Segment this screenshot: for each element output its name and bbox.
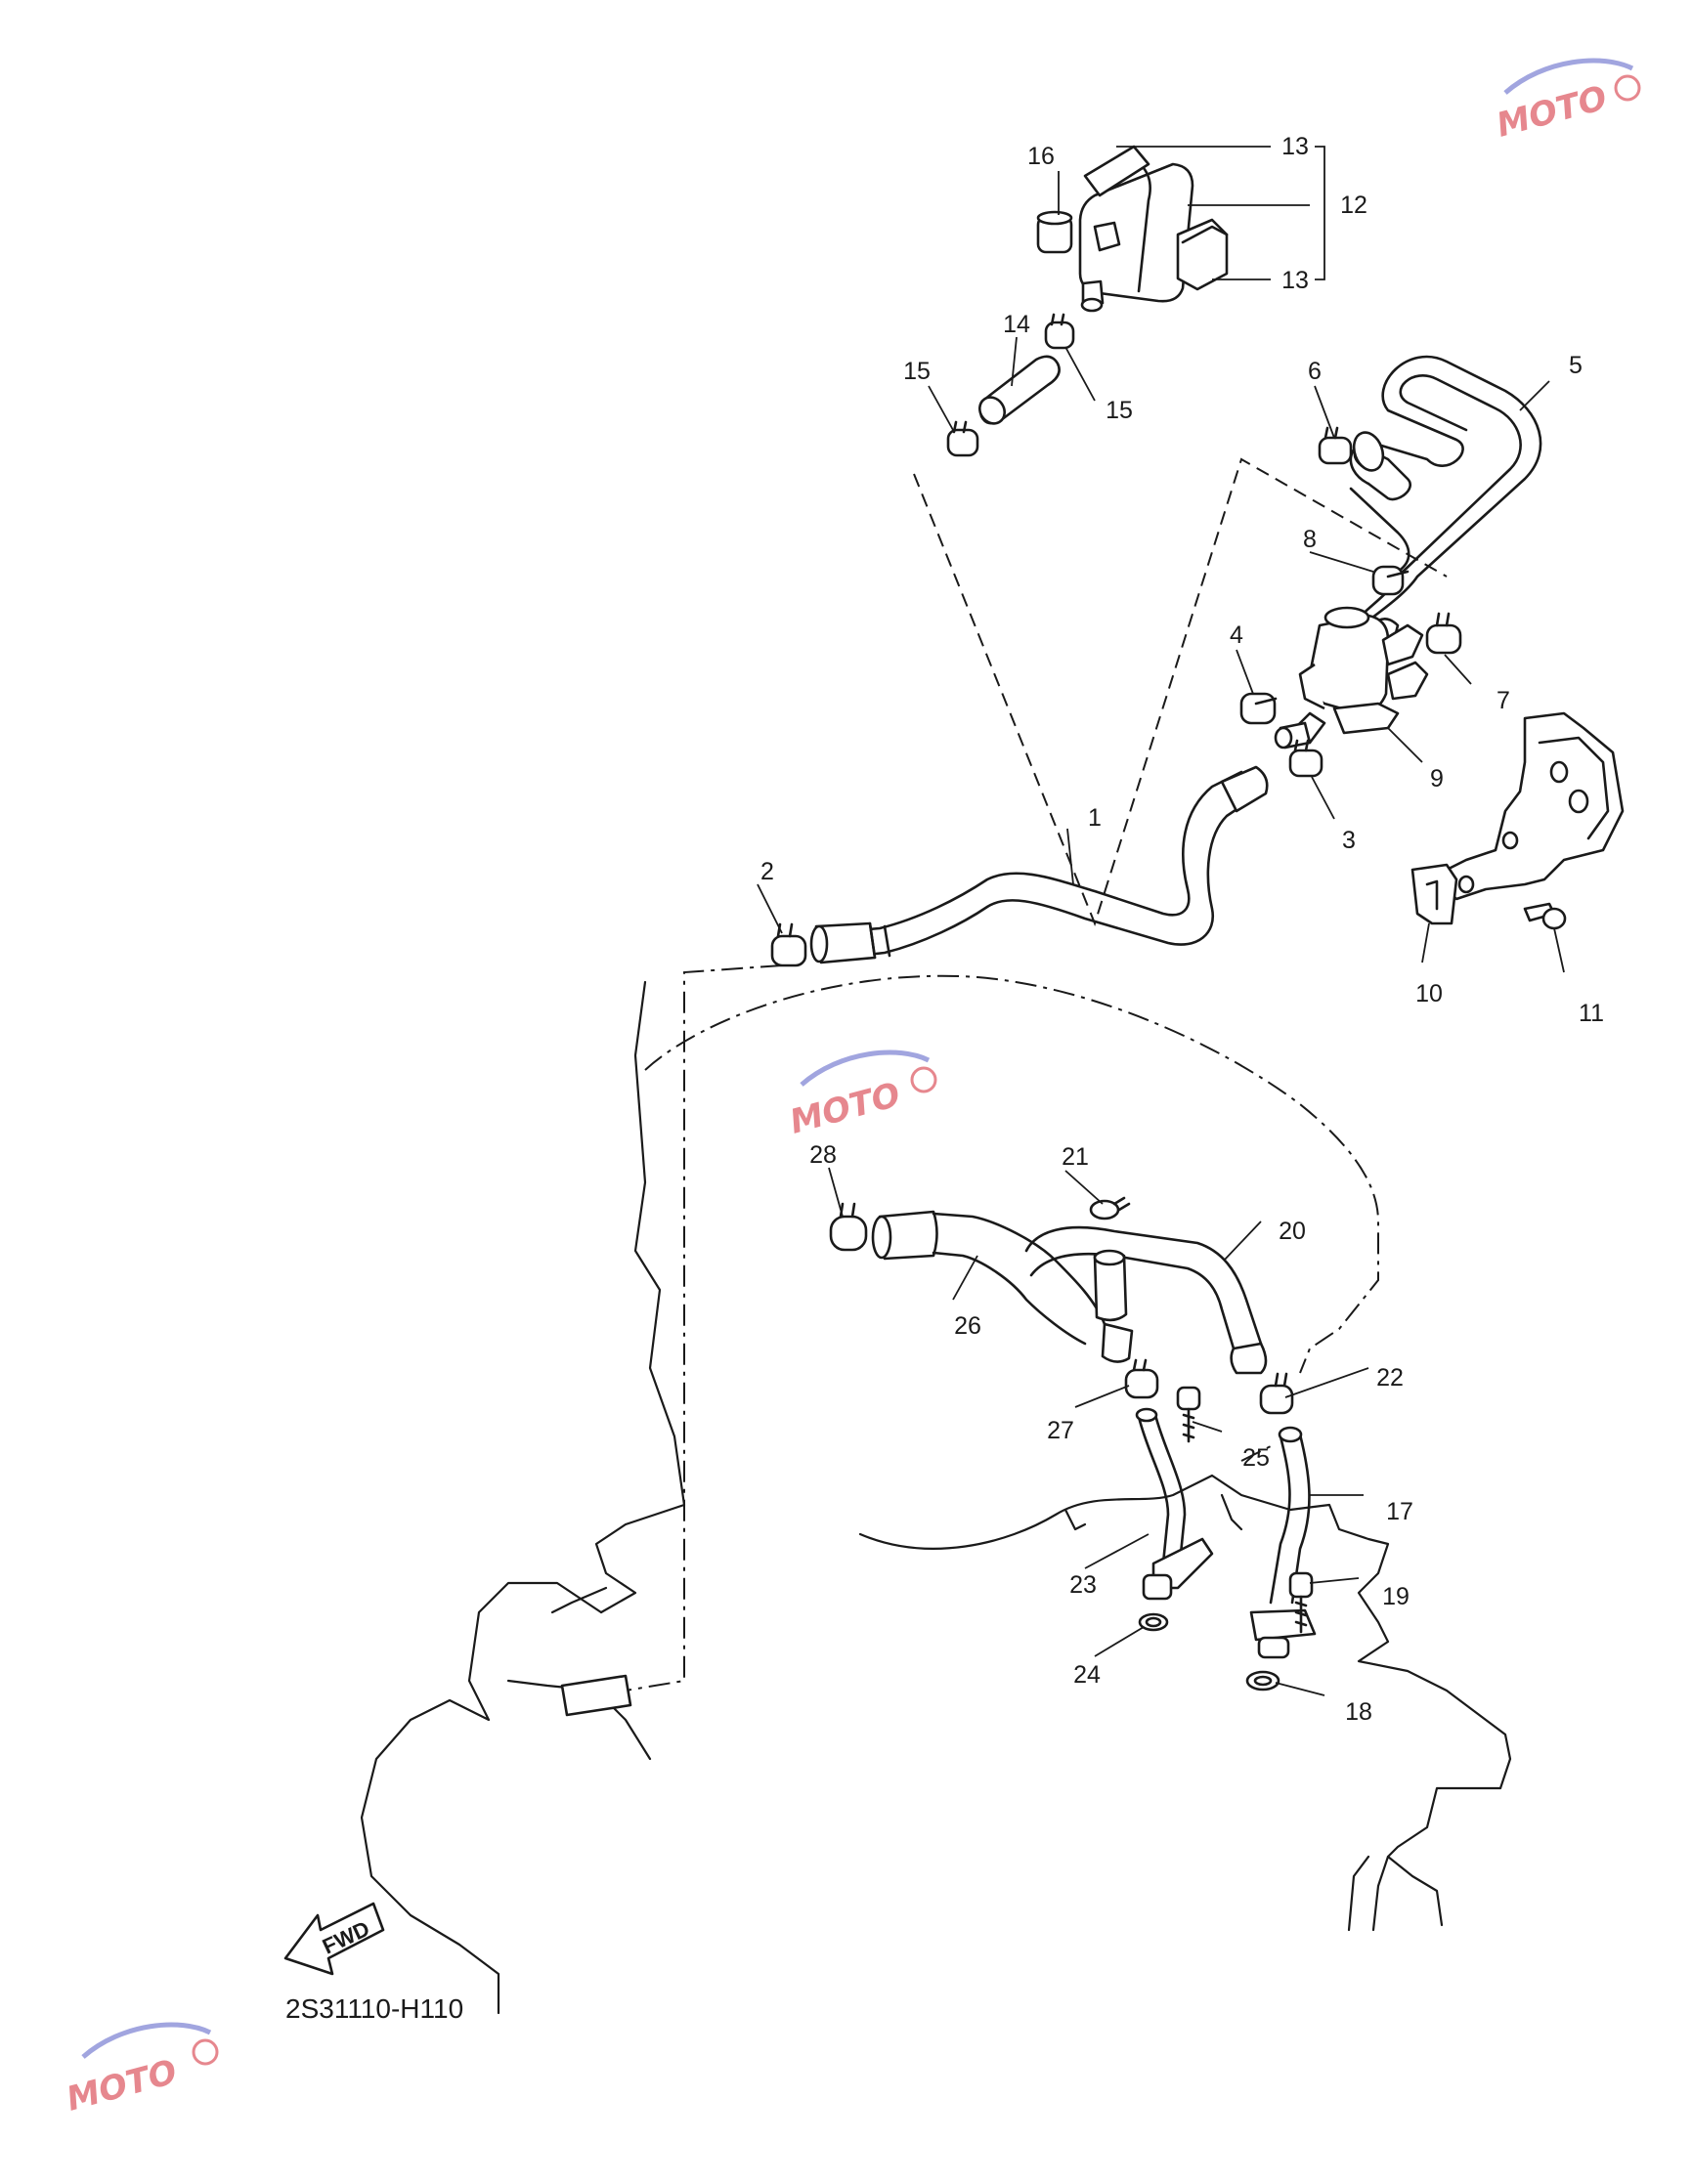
engine-outline (360, 980, 1512, 2015)
callout-20: 20 (1279, 1218, 1306, 1245)
watermark-logo-bottom-left: MOTO (63, 2022, 219, 2120)
air-cut-valve-9 (1239, 565, 1462, 778)
callout-12: 12 (1340, 192, 1367, 219)
watermark-logo-top-right: MOTO (1493, 58, 1641, 146)
watermark-logo-center: MOTO (786, 1049, 937, 1142)
callout-2: 2 (760, 858, 774, 885)
callout-19: 19 (1382, 1583, 1410, 1610)
callout-7: 7 (1497, 687, 1510, 714)
callout-25: 25 (1242, 1444, 1270, 1472)
fwd-arrow-icon: FWD (283, 1902, 385, 1976)
callout-17: 17 (1386, 1498, 1413, 1525)
callout-15-right: 15 (1106, 397, 1133, 424)
callout-1: 1 (1088, 804, 1102, 832)
hose-1 (770, 765, 1269, 967)
callout-21: 21 (1062, 1143, 1089, 1171)
callout-8: 8 (1303, 526, 1317, 553)
callout-5: 5 (1569, 352, 1583, 379)
hose-14-and-clamps-15 (946, 313, 1075, 457)
callout-27: 27 (1047, 1417, 1074, 1444)
callout-6: 6 (1308, 358, 1322, 385)
reed-valve-assembly (1036, 145, 1229, 313)
callout-16: 16 (1027, 143, 1055, 170)
callout-15-left: 15 (903, 358, 931, 385)
callout-18: 18 (1345, 1698, 1372, 1726)
callout-numbers: 16 13 12 13 14 15 15 6 5 8 4 7 9 3 1 2 1… (760, 133, 1604, 1726)
callout-26: 26 (954, 1312, 981, 1340)
drawing-code: 2S31110-H110 (285, 1993, 463, 2024)
callout-28: 28 (809, 1141, 837, 1169)
routing-lines (595, 457, 1448, 1696)
callout-10: 10 (1415, 980, 1443, 1007)
watermark-text-3: MOTO (63, 2052, 181, 2119)
pipe-5 (1318, 355, 1542, 648)
callout-13-top: 13 (1281, 133, 1309, 160)
callout-3: 3 (1342, 827, 1356, 854)
leader-lines (757, 146, 1565, 1696)
callout-22: 22 (1376, 1364, 1404, 1392)
callout-13-bottom: 13 (1281, 267, 1309, 294)
hose-20-26 (829, 1196, 1294, 1415)
callout-24: 24 (1073, 1661, 1101, 1689)
bracket-10 (1410, 711, 1625, 930)
callout-11: 11 (1579, 1000, 1604, 1027)
callout-4: 4 (1230, 621, 1243, 649)
callout-9: 9 (1430, 765, 1444, 792)
callout-23: 23 (1069, 1571, 1097, 1599)
pipes-17-23 (560, 1386, 1317, 1717)
callout-14: 14 (1003, 311, 1030, 338)
